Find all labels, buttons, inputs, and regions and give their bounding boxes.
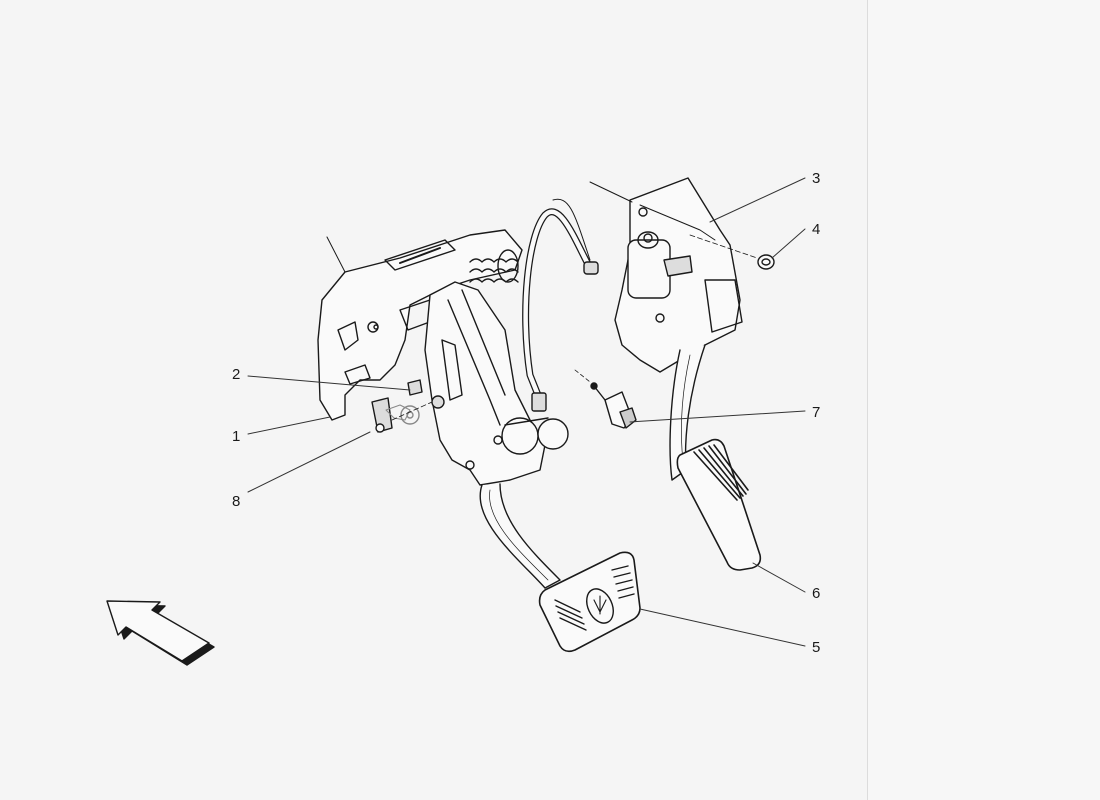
brake-pedal-arm <box>424 281 569 589</box>
right-margin-panel <box>868 0 1100 800</box>
callout-6: 6 <box>812 585 821 602</box>
accelerator-module <box>589 177 743 373</box>
callout-3: 3 <box>812 170 821 187</box>
callout-2: 2 <box>232 366 241 383</box>
direction-arrow-icon <box>106 600 215 666</box>
callout-1: 1 <box>232 428 241 445</box>
callout-5: 5 <box>812 639 821 656</box>
brake-pedal-pad <box>538 551 641 653</box>
hose <box>522 198 599 412</box>
margin-divider <box>867 0 868 800</box>
callout-7: 7 <box>812 404 821 421</box>
leader-lines <box>247 177 806 647</box>
accelerator-pedal <box>669 344 762 571</box>
callout-4: 4 <box>812 221 821 238</box>
return-spring <box>469 249 519 283</box>
small-parts <box>371 234 775 433</box>
callout-8: 8 <box>232 493 241 510</box>
